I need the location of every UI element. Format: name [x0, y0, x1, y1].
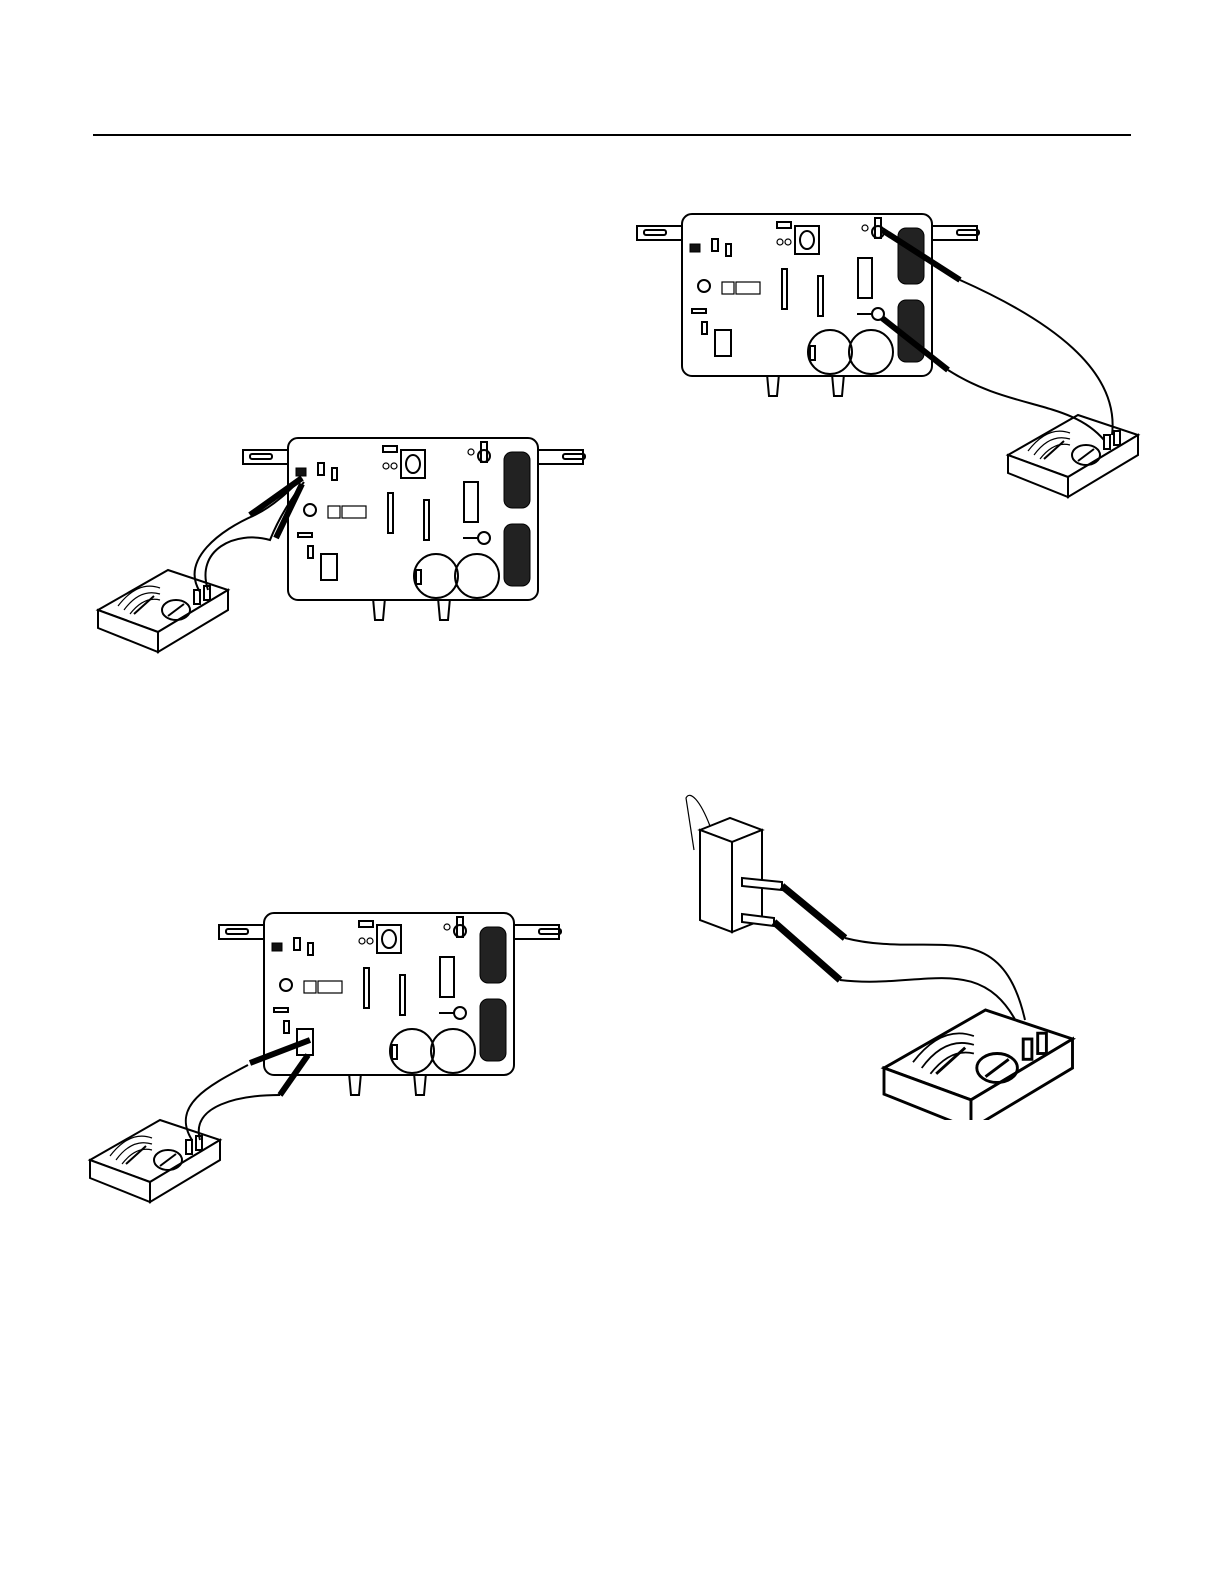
figure-board-test-left-terminal [80, 420, 600, 680]
figure-component-spade-terminal-test [670, 790, 1090, 1120]
figure-board-test-right-connectors [630, 200, 1150, 510]
header-rule [93, 134, 1131, 136]
figure-board-test-center-receptacle [80, 895, 600, 1225]
